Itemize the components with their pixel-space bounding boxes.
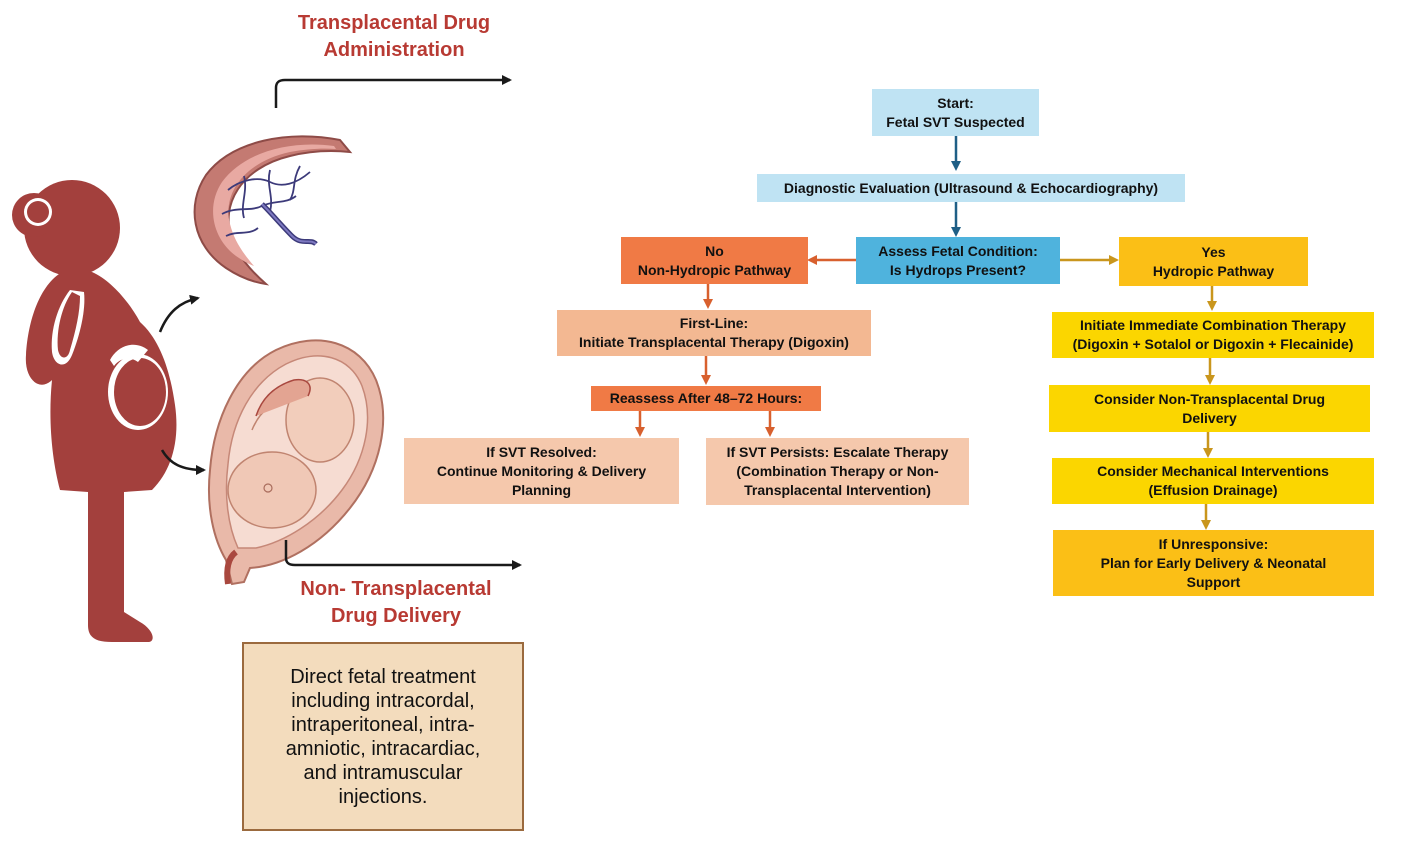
no-branch-node: No Non-Hydropic Pathway bbox=[621, 237, 808, 284]
unresponsive-node-line1: If Unresponsive: bbox=[1158, 535, 1269, 552]
combination-therapy-node-line1: Initiate Immediate Combination Therapy bbox=[1079, 317, 1347, 333]
svt-persists-node-line3: Transplacental Intervention) bbox=[744, 482, 931, 498]
svt-resolved-node: If SVT Resolved: Continue Monitoring & D… bbox=[404, 438, 679, 504]
non-transplacental-info-box: Direct fetal treatment including intraco… bbox=[242, 642, 524, 831]
transplacental-title: Transplacental Drug Administration bbox=[268, 10, 520, 64]
info-line-1: Direct fetal treatment bbox=[290, 665, 476, 688]
no-branch-node-line2: Non-Hydropic Pathway bbox=[637, 261, 792, 278]
start-node: Start: Fetal SVT Suspected bbox=[872, 89, 1039, 136]
svt-resolved-node-line2: Continue Monitoring & Delivery bbox=[436, 462, 647, 479]
non-transplacental-title: Non- Transplacental Drug Delivery bbox=[270, 576, 522, 630]
combination-therapy-node-line2: (Digoxin + Sotalol or Digoxin + Flecaini… bbox=[1072, 336, 1354, 352]
transplacental-title-line2: Administration bbox=[323, 39, 465, 61]
assess-node: Assess Fetal Condition: Is Hydrops Prese… bbox=[856, 237, 1060, 284]
no-branch-node-line1: No bbox=[705, 242, 724, 259]
non-transplacental-title-line2: Drug Delivery bbox=[330, 605, 462, 627]
info-line-4: amniotic, intracardiac, bbox=[285, 737, 481, 760]
info-line-3: intraperitoneal, intra- bbox=[291, 713, 475, 736]
arrow-to-placenta bbox=[158, 294, 200, 333]
first-line-node-line2: Initiate Transplacental Therapy (Digoxin… bbox=[579, 334, 849, 350]
start-node-line1: Start: bbox=[937, 94, 974, 111]
fetus-in-uterus-icon bbox=[207, 339, 385, 586]
combination-therapy-node: Initiate Immediate Combination Therapy (… bbox=[1052, 312, 1374, 358]
svt-resolved-node-line1: If SVT Resolved: bbox=[486, 443, 597, 460]
first-line-node-line1: First-Line: bbox=[679, 315, 749, 331]
arrow-to-fetus bbox=[160, 449, 206, 475]
unresponsive-node: If Unresponsive: Plan for Early Delivery… bbox=[1053, 530, 1374, 596]
svt-persists-node-line2: (Combination Therapy or Non- bbox=[736, 463, 939, 479]
info-line-2: including intracordal, bbox=[291, 689, 475, 712]
pregnant-woman-icon bbox=[12, 180, 177, 642]
non-transplacental-delivery-node: Consider Non-Transplacental Drug Deliver… bbox=[1049, 385, 1370, 432]
svt-persists-node: If SVT Persists: Escalate Therapy (Combi… bbox=[706, 438, 969, 505]
diagnostic-node: Diagnostic Evaluation (Ultrasound & Echo… bbox=[757, 174, 1185, 202]
arrow-transplacental bbox=[274, 75, 512, 108]
unresponsive-node-line2: Plan for Early Delivery & Neonatal bbox=[1100, 554, 1327, 571]
assess-node-line2: Is Hydrops Present? bbox=[889, 261, 1027, 278]
svt-resolved-node-line3: Planning bbox=[511, 481, 572, 498]
mechanical-interventions-node-line2: (Effusion Drainage) bbox=[1148, 482, 1278, 498]
mechanical-interventions-node: Consider Mechanical Interventions (Effus… bbox=[1052, 458, 1374, 504]
svt-persists-node-line1: If SVT Persists: Escalate Therapy bbox=[726, 444, 949, 460]
first-line-node: First-Line: Initiate Transplacental Ther… bbox=[557, 310, 871, 356]
transplacental-title-line1: Transplacental Drug bbox=[297, 12, 491, 34]
info-line-6: injections. bbox=[338, 785, 428, 808]
unresponsive-node-line3: Support bbox=[1186, 573, 1241, 590]
non-transplacental-title-line1: Non- Transplacental bbox=[300, 578, 492, 600]
info-line-5: and intramuscular bbox=[303, 761, 463, 784]
non-transplacental-delivery-node-line1: Consider Non-Transplacental Drug bbox=[1093, 390, 1326, 407]
arrow-non-transplacental bbox=[284, 540, 522, 570]
yes-branch-node-line1: Yes bbox=[1201, 243, 1226, 260]
reassess-node-line1: Reassess After 48–72 Hours: bbox=[609, 390, 803, 406]
yes-branch-node: Yes Hydropic Pathway bbox=[1119, 237, 1308, 286]
placenta-icon bbox=[193, 135, 353, 286]
mechanical-interventions-node-line1: Consider Mechanical Interventions bbox=[1097, 463, 1329, 479]
yes-branch-node-line2: Hydropic Pathway bbox=[1152, 262, 1275, 279]
reassess-node: Reassess After 48–72 Hours: bbox=[591, 386, 821, 411]
diagnostic-node-line1: Diagnostic Evaluation (Ultrasound & Echo… bbox=[783, 179, 1159, 196]
assess-node-line1: Assess Fetal Condition: bbox=[878, 242, 1038, 259]
non-transplacental-delivery-node-line2: Delivery bbox=[1182, 409, 1237, 426]
start-node-line2: Fetal SVT Suspected bbox=[886, 113, 1025, 130]
